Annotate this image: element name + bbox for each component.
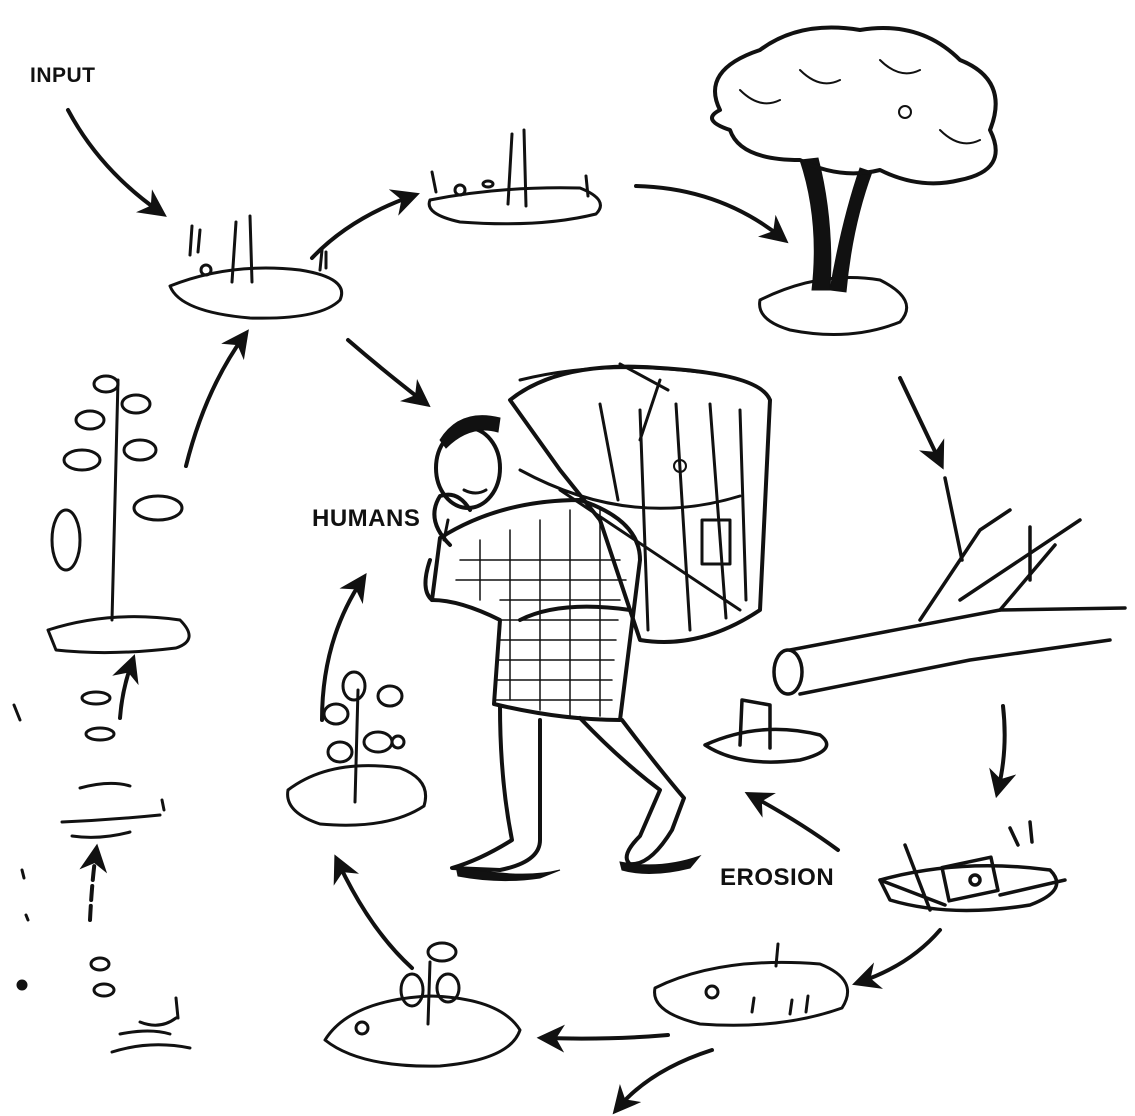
arrow-felled-to-burnt (998, 706, 1005, 790)
arrow-tree-to-felled (900, 378, 940, 462)
label-humans: HUMANS (312, 505, 420, 533)
arrow-erosion-out (618, 1050, 712, 1108)
arrow-burnt-to-humans (752, 796, 838, 850)
stage-felled-tree (705, 478, 1125, 762)
label-erosion: EROSION (720, 864, 834, 892)
arrow-stump-to-regrowth (312, 196, 412, 258)
stage-stump-sprouts (170, 216, 342, 318)
stage-humans-figure (425, 364, 770, 881)
arrow-burnt-to-bare (860, 930, 940, 982)
cycle-arrows (68, 110, 1005, 1108)
stage-bare-ground (655, 944, 848, 1025)
stage-new-seedling (325, 943, 520, 1066)
stage-young-sapling (288, 672, 426, 825)
arrow-leaflitter-to-tallsapling (120, 662, 132, 718)
arrow-bare-to-seedling (545, 1035, 668, 1039)
stage-mature-tree (712, 28, 996, 335)
arrow-tallsapling-to-stump (186, 336, 244, 466)
arrow-regrowth-to-tree (636, 186, 782, 238)
arrow-stump-to-humans (348, 340, 424, 402)
arrow-input-to-stump (68, 110, 160, 212)
stage-burnt-wood (880, 822, 1065, 910)
arrow-seeds-to-leaflitter (90, 852, 96, 920)
label-input: INPUT (30, 64, 96, 88)
stage-seeds (18, 870, 190, 1052)
arrow-seedling-to-sapling (338, 862, 412, 968)
stage-leaf-litter (14, 692, 164, 837)
stage-stump-regrowth (429, 130, 600, 224)
stage-tall-sapling (48, 376, 189, 653)
